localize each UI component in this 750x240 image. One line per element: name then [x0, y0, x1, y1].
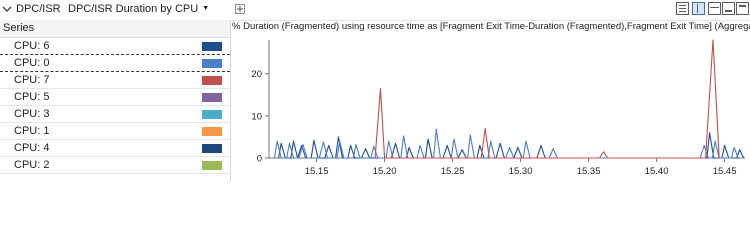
- preset-dropdown[interactable]: DPC/ISR Duration by CPU▼: [68, 3, 209, 15]
- legend-item-cpu-4[interactable]: CPU: 4: [0, 140, 230, 157]
- legend-item-cpu-5[interactable]: CPU: 5: [0, 89, 230, 106]
- x-tick-label: 15.35: [577, 166, 601, 177]
- series-header: Series: [0, 20, 230, 38]
- legend-item-label: CPU: 2: [14, 159, 50, 171]
- maximize-icon[interactable]: [736, 2, 749, 15]
- graph-category-label: DPC/ISR: [16, 3, 61, 15]
- series-line-cpu-7: [374, 39, 720, 159]
- legend-color-swatch: [202, 76, 222, 85]
- legend-color-swatch: [202, 161, 222, 170]
- legend-item-label: CPU: 0: [14, 57, 50, 69]
- graph-title-bar: DPC/ISR DPC/ISR Duration by CPU▼: [0, 0, 750, 21]
- legend-item-label: CPU: 4: [14, 142, 50, 154]
- caret-down-icon: ▼: [202, 5, 210, 12]
- legend-item-cpu-7[interactable]: CPU: 7: [0, 72, 230, 89]
- graph-only-icon[interactable]: [676, 2, 689, 15]
- legend-item-label: CPU: 3: [14, 108, 50, 120]
- chart-svg[interactable]: 0 10 20 15.15 15.20 15.25 15.30 15.35 15.40 15.45: [231, 34, 750, 181]
- legend-item-label: CPU: 6: [14, 40, 50, 52]
- legend-item-cpu-6[interactable]: CPU: 6: [0, 38, 230, 55]
- minimize-icon[interactable]: [722, 2, 735, 15]
- chart-plot[interactable]: 0 10 20 15.15 15.20 15.25 15.30 15.35 15.40 15.45: [231, 34, 750, 181]
- legend-color-swatch: [202, 110, 222, 119]
- series-line-cpu-0: [273, 128, 739, 159]
- legend-item-label: CPU: 1: [14, 125, 50, 137]
- collapse-icon[interactable]: [1, 3, 13, 15]
- legend-color-swatch: [202, 42, 222, 51]
- chart-title: % Duration (Fragmented) using resource t…: [232, 21, 750, 32]
- x-tick-label: 15.30: [509, 166, 533, 177]
- series-legend: Series CPU: 6 CPU: 0 CPU: 7 CPU: 5 CPU: 3 CPU…: [0, 20, 231, 181]
- legend-color-swatch: [202, 144, 222, 153]
- x-tick-label: 15.45: [713, 166, 737, 177]
- legend-item-label: CPU: 5: [14, 91, 50, 103]
- legend-color-swatch: [202, 127, 222, 136]
- y-tick-label: 0: [257, 154, 262, 165]
- legend-item-cpu-1[interactable]: CPU: 1: [0, 123, 230, 140]
- x-tick-label: 15.40: [645, 166, 669, 177]
- toggle-graph-icon[interactable]: [234, 3, 246, 15]
- legend-item-cpu-0[interactable]: CPU: 0: [0, 55, 230, 72]
- legend-color-swatch: [202, 93, 222, 102]
- graph-and-table-icon[interactable]: [692, 2, 705, 15]
- x-tick-label: 15.20: [373, 166, 397, 177]
- legend-item-cpu-3[interactable]: CPU: 3: [0, 106, 230, 123]
- chart-header: % Duration (Fragmented) using resource t…: [231, 20, 750, 34]
- preset-label: DPC/ISR Duration by CPU: [68, 3, 199, 15]
- legend-item-cpu-2[interactable]: CPU: 2: [0, 157, 230, 174]
- y-tick-label: 10: [251, 111, 262, 122]
- y-tick-label: 20: [251, 69, 262, 80]
- series-line-cpu-6: [277, 132, 745, 159]
- legend-item-label: CPU: 7: [14, 74, 50, 86]
- table-only-icon[interactable]: [708, 2, 721, 15]
- x-tick-label: 15.15: [305, 166, 329, 177]
- legend-color-swatch: [202, 59, 222, 68]
- x-tick-label: 15.25: [441, 166, 465, 177]
